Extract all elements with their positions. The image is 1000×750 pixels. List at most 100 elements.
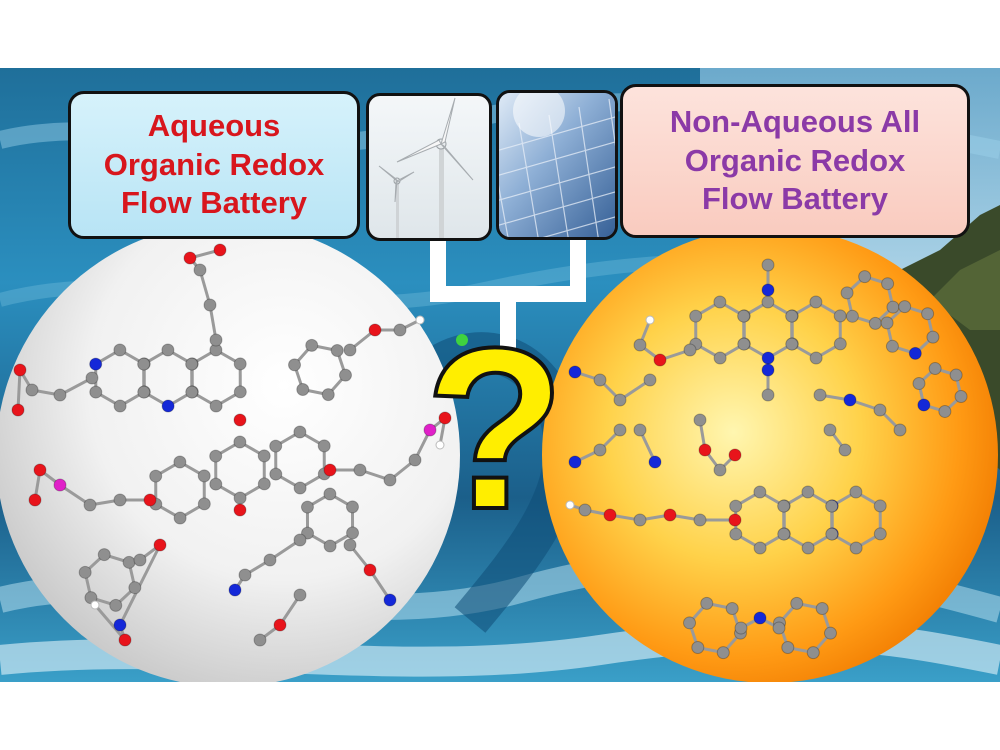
molecule-atom — [133, 553, 147, 567]
molecule-atom — [700, 596, 714, 610]
molecule-atom — [78, 565, 92, 579]
molecule-atom — [691, 640, 705, 654]
molecule-atom — [113, 399, 127, 413]
molecule-atom — [321, 388, 335, 402]
molecule-atom — [143, 493, 157, 507]
molecule-atom — [801, 485, 815, 499]
molecule-atom — [833, 309, 847, 323]
molecule-atom — [257, 477, 271, 491]
molecule-atom — [257, 449, 271, 463]
non-aqueous-molecule-sphere — [542, 227, 998, 682]
molecule-atom — [898, 300, 912, 314]
molecule-atom — [845, 309, 859, 323]
molecule-atom — [578, 503, 592, 517]
molecule-atom — [633, 338, 647, 352]
molecule-atom — [663, 508, 677, 522]
molecule-atom — [238, 568, 252, 582]
molecule-atom — [761, 363, 775, 377]
molecule-atom — [11, 403, 25, 417]
molecule-atom — [209, 399, 223, 413]
molecule-atom — [633, 513, 647, 527]
molecule-atom — [868, 316, 882, 330]
molecule-atom — [823, 626, 837, 640]
molecule-atom — [753, 541, 767, 555]
molecule-atom — [183, 251, 197, 265]
molecule-atom — [823, 423, 837, 437]
molecule-atom — [253, 633, 267, 647]
molecule-atom — [233, 491, 247, 505]
non-aqueous-molecules — [565, 258, 968, 660]
aqueous-label: Aqueous Organic Redox Flow Battery — [103, 108, 325, 221]
molecule-atom — [438, 411, 452, 425]
molecule-atom — [137, 385, 151, 399]
solar-panel-picture — [496, 90, 618, 240]
molecule-atom — [653, 353, 667, 367]
molecule-atom — [305, 338, 319, 352]
molecule-atom — [338, 368, 352, 382]
molecule-atom — [90, 600, 100, 610]
molecule-atom — [815, 602, 829, 616]
molecule-atom — [343, 538, 357, 552]
question-mark: ? — [425, 300, 566, 557]
molecule-atom — [28, 493, 42, 507]
molecule-atom — [772, 621, 786, 635]
molecule-atom — [33, 463, 47, 477]
molecule-atom — [345, 500, 359, 514]
molecule-atom — [728, 513, 742, 527]
molecule-atom — [423, 423, 437, 437]
molecule-atom — [648, 455, 662, 469]
molecule-atom — [921, 307, 935, 321]
molecule-atom — [53, 388, 67, 402]
molecule-atom — [203, 298, 217, 312]
molecule-atom — [149, 469, 163, 483]
molecule-atom — [273, 618, 287, 632]
molecule-atom — [938, 404, 952, 418]
molecule-atom — [13, 363, 27, 377]
molecule-atom — [228, 583, 242, 597]
molecule-atom — [613, 393, 627, 407]
molecule-atom — [734, 621, 748, 635]
molecule-atom — [109, 598, 123, 612]
molecule-atom — [729, 527, 743, 541]
molecule-atom — [813, 388, 827, 402]
molecule-atom — [645, 315, 655, 325]
molecule-atom — [926, 330, 940, 344]
molecule-atom — [761, 295, 775, 309]
molecule-atom — [833, 337, 847, 351]
molecule-atom — [197, 469, 211, 483]
molecule-atom — [83, 498, 97, 512]
wind-turbine-icon — [378, 97, 474, 238]
molecule-atom — [790, 596, 804, 610]
molecule-atom — [122, 555, 136, 569]
molecule-atom — [330, 344, 344, 358]
aqueous-label-box: Aqueous Organic Redox Flow Battery — [68, 91, 360, 239]
molecule-atom — [317, 439, 331, 453]
molecule-atom — [118, 633, 132, 647]
molecule-atom — [716, 646, 730, 660]
molecule-atom — [435, 440, 445, 450]
molecule-atom — [806, 646, 820, 660]
molecule-atom — [949, 368, 963, 382]
molecule-atom — [881, 277, 895, 291]
molecule-atom — [613, 423, 627, 437]
molecule-atom — [753, 485, 767, 499]
molecule-atom — [713, 463, 727, 477]
molecule-atom — [843, 393, 857, 407]
molecule-atom — [737, 309, 751, 323]
molecule-atom — [713, 351, 727, 365]
molecule-atom — [233, 503, 247, 517]
molecule-atom — [161, 343, 175, 357]
molecule-atom — [25, 383, 39, 397]
molecule-atom — [603, 508, 617, 522]
molecule-atom — [300, 500, 314, 514]
molecule-atom — [809, 295, 823, 309]
molecule-atom — [383, 473, 397, 487]
molecule-atom — [849, 485, 863, 499]
molecule-atom — [296, 382, 310, 396]
molecule-atom — [825, 499, 839, 513]
molecule-bond — [198, 269, 212, 306]
molecule-atom — [643, 373, 657, 387]
wind-turbine-picture — [366, 93, 492, 241]
molecule-atom — [873, 527, 887, 541]
molecule-atom — [809, 351, 823, 365]
